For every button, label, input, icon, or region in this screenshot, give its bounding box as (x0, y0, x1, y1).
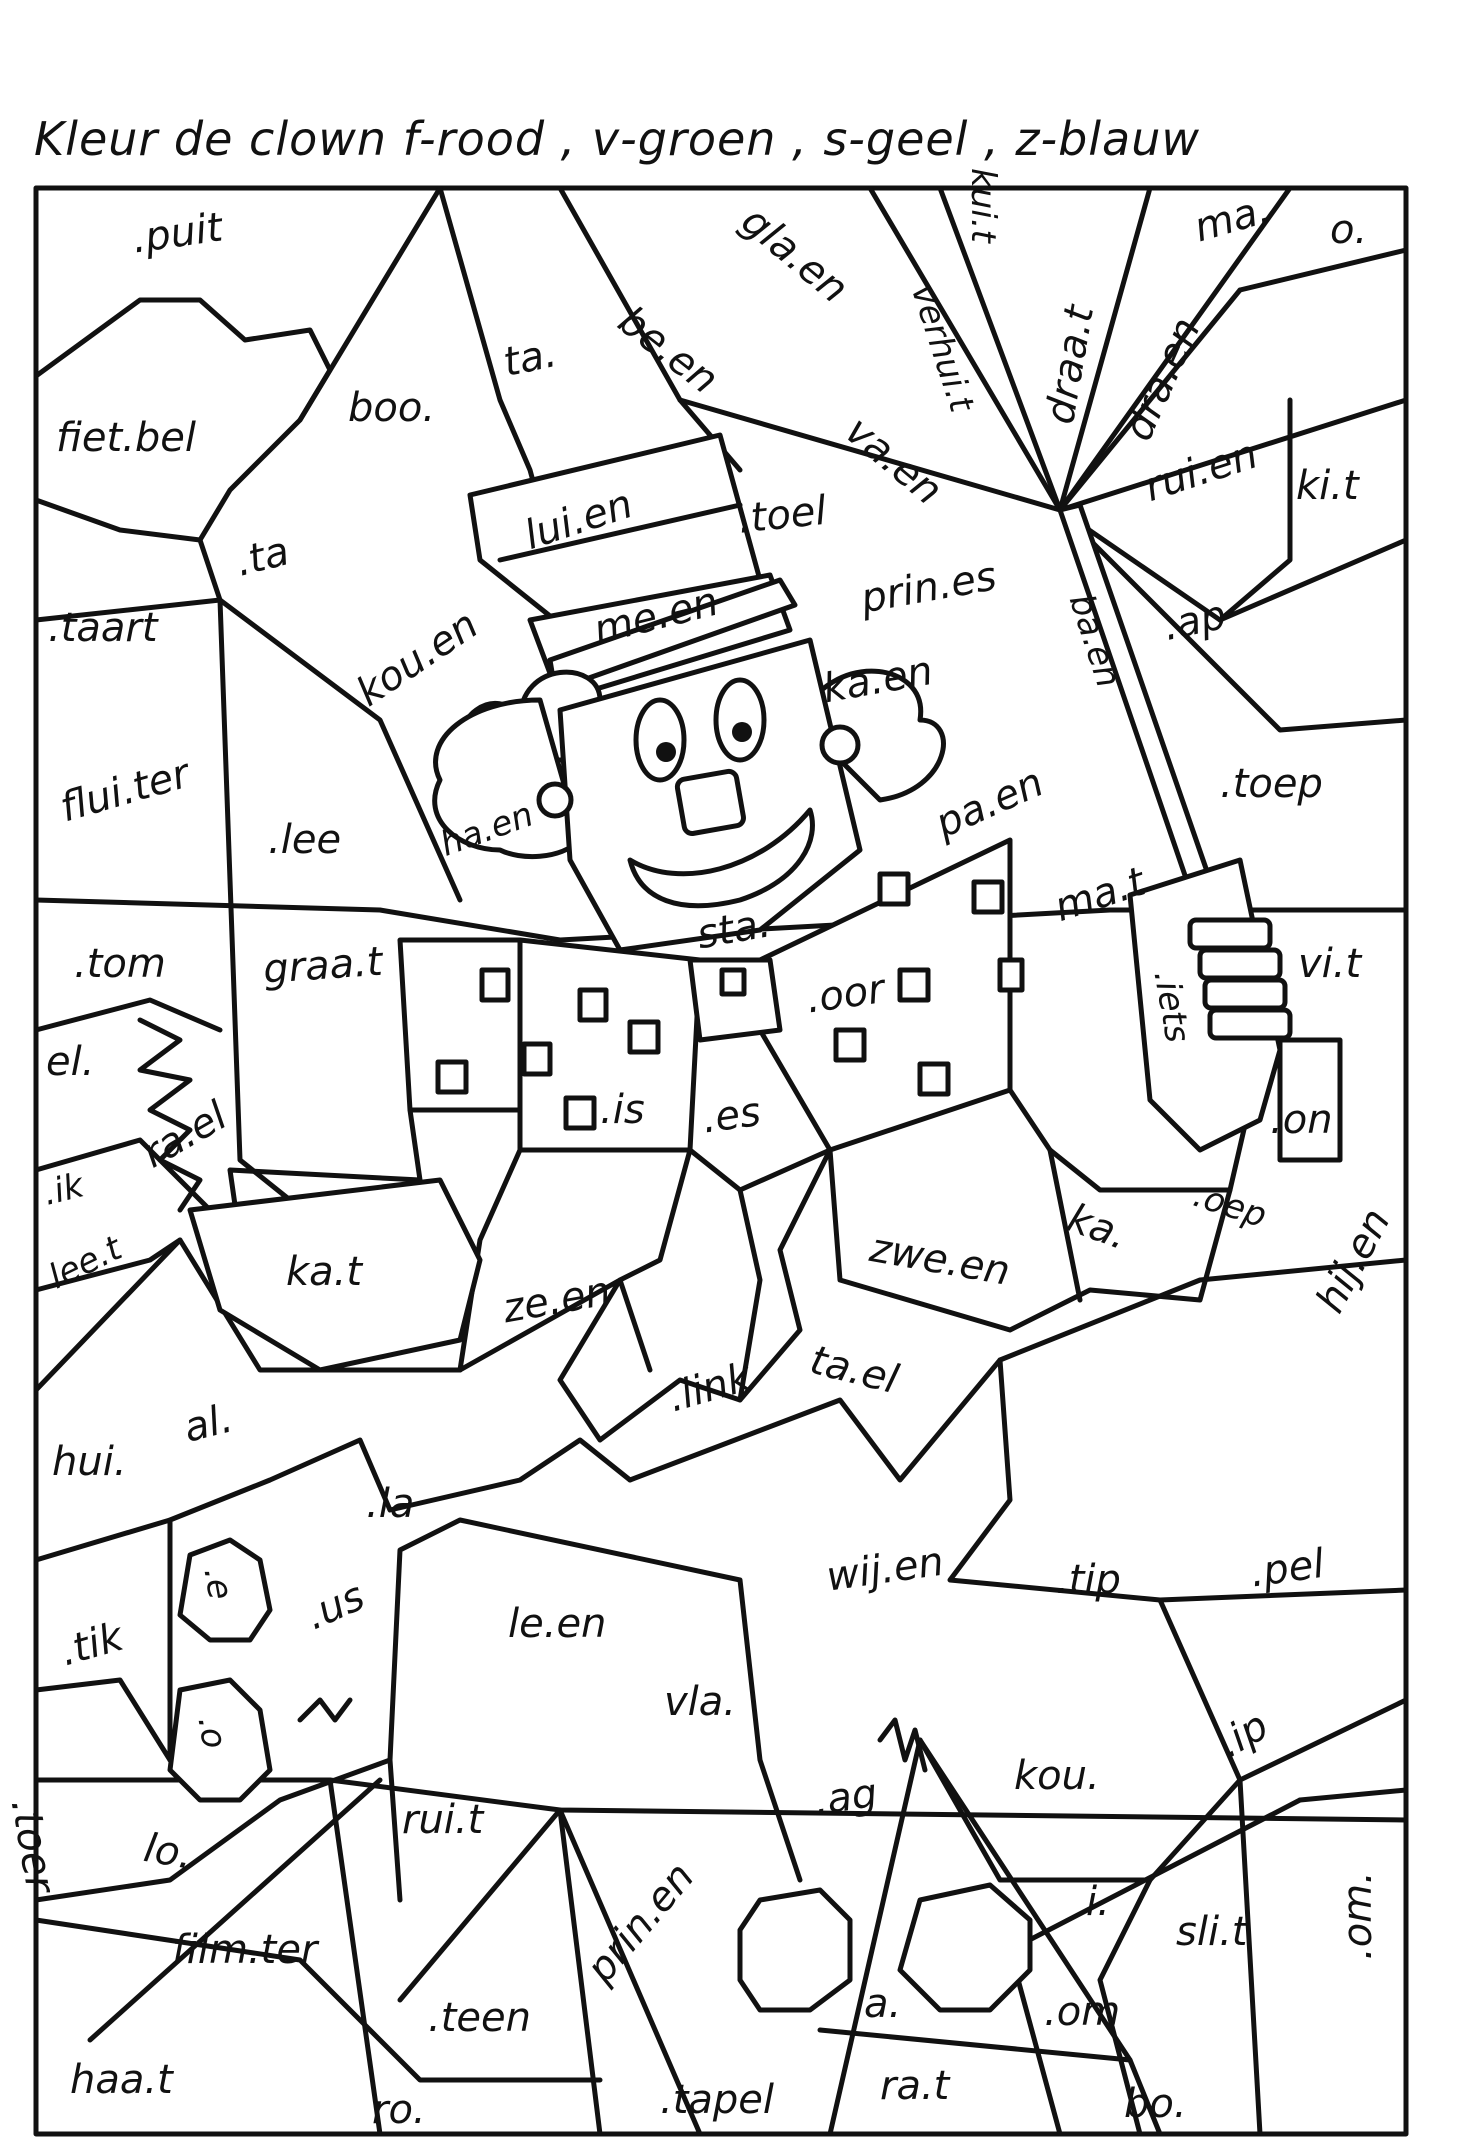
word-label: .es (699, 1088, 764, 1143)
word-label: a. (864, 1981, 902, 2027)
word-label: vi.t (1298, 941, 1362, 987)
word-label: .e (195, 1564, 241, 1603)
clown-head (432, 637, 946, 953)
word-label: sli.t (1176, 1909, 1248, 1955)
word-label: i. (1086, 1879, 1110, 1925)
word-label: hui. (52, 1439, 127, 1485)
word-label: boo. (348, 385, 436, 431)
word-label: .taart (48, 605, 158, 651)
word-label: film.ter (172, 1927, 318, 1973)
word-label: el. (46, 1039, 95, 1085)
word-label: ro. (372, 2087, 426, 2133)
word-label: .pel (1247, 1540, 1328, 1597)
word-label: .lee (268, 817, 342, 863)
hat (467, 432, 798, 703)
word-label: .tip (1056, 1557, 1121, 1603)
left-glove (137, 1017, 483, 1373)
word-label: .ag (811, 1770, 880, 1825)
word-label: ki.t (1296, 463, 1359, 509)
word-label: .puit (129, 204, 226, 263)
word-label: bo. (1124, 2081, 1187, 2127)
word-label: fiet.bel (56, 415, 196, 461)
instruction-title: Kleur de clown f-rood , v-groen , s-geel… (34, 112, 1201, 166)
word-label: .toel (735, 487, 829, 543)
word-label: .ik (39, 1165, 88, 1214)
umbrella (1057, 502, 1343, 1163)
word-label: .oor (803, 966, 888, 1023)
word-label: .la (366, 1481, 415, 1527)
octagons (167, 1537, 1033, 2013)
word-label: kou. (1014, 1753, 1100, 1799)
word-label: .teen (428, 1995, 531, 2041)
word-label: lo. (140, 1825, 197, 1879)
word-label: .o (189, 1713, 235, 1752)
word-label: graa.t (261, 938, 384, 993)
word-label: .is (600, 1087, 645, 1133)
word-label: le.en (508, 1601, 607, 1647)
word-label: haa.t (70, 2057, 173, 2103)
word-label: .tapel (660, 2077, 775, 2123)
word-label: rui.t (402, 1797, 484, 1843)
word-label: .ap (1159, 592, 1231, 651)
patches (435, 871, 1025, 1131)
outer-frame (33, 185, 1409, 2137)
word-label: ra.t (880, 2063, 950, 2109)
word-label: kui.t (963, 168, 1003, 243)
word-label: .om (1044, 1989, 1121, 2035)
word-label: sta. (693, 900, 775, 959)
word-label: ta. (499, 330, 561, 387)
word-label: .on (1270, 1097, 1333, 1143)
word-label: .tom (74, 941, 166, 987)
word-label: vla. (664, 1679, 737, 1725)
word-label: .ta (231, 528, 294, 586)
word-label: ka.t (286, 1249, 363, 1295)
word-label: .om. (1335, 1871, 1381, 1960)
word-label: .toep (1220, 761, 1323, 807)
word-label: o. (1330, 207, 1368, 253)
word-label: al. (179, 1395, 238, 1452)
